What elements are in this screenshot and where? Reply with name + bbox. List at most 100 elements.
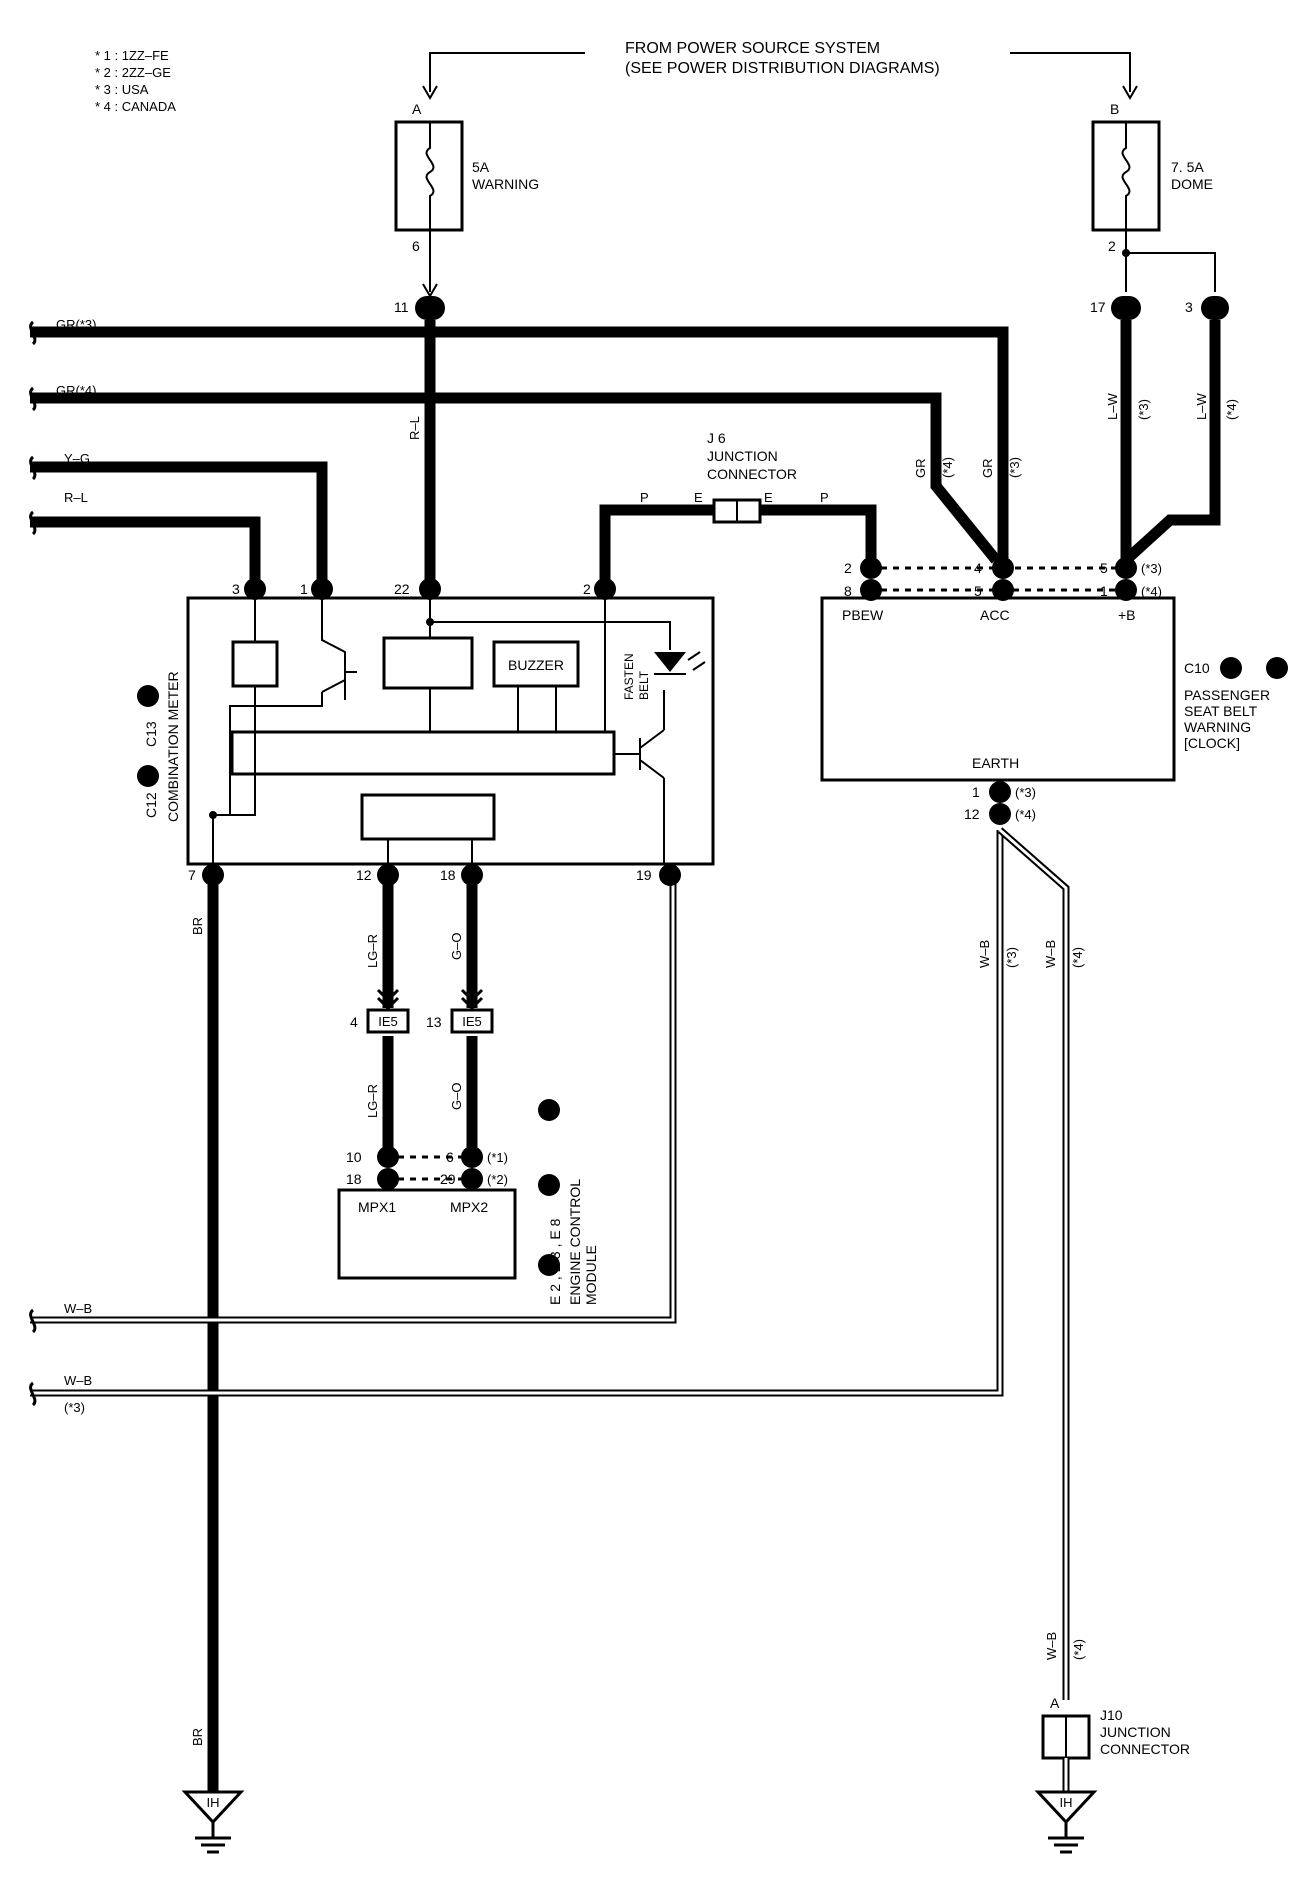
combination-meter: BUZZER FASTEN BELT COMBINATION METER C13… [137,596,715,866]
wire-wb4-note: (*4) [1070,947,1085,968]
sb-row2-note: (*4) [1141,584,1162,599]
sb-earth-pin2-conn: B [995,807,1004,822]
wire-lw4: L–W [1194,393,1209,420]
legend-3: * 3 : USA [95,82,149,97]
wire-wb3: W–B [977,940,992,968]
fuse-dome-pin: 2 [1108,238,1116,254]
sb-row2-pin3-conn: B [1121,583,1130,598]
wire-wb2-note: (*3) [64,1400,85,1415]
combo-pin-bottom-2: 12 [356,867,372,883]
seatbelt-title4: [CLOCK] [1184,735,1240,751]
j10-title: J10 [1100,1707,1123,1723]
combo-pin-top-1: 3 [232,581,240,597]
fuse-dome: B 7. 5A DOME 2 [1091,101,1216,292]
sb-row2-pin3: 1 [1100,583,1108,599]
j10-wire-note: (*4) [1071,1639,1086,1660]
j10-line1: JUNCTION [1100,1724,1171,1740]
fuse-warning-pin: 6 [412,238,420,254]
ie5-connectors: 4 IE5 13 IE5 [350,1008,494,1034]
wire-gr4-vertical: GR [913,459,928,479]
combo-pin-bottom-1-conn: A [208,868,218,883]
j6-term-right: E [764,490,773,505]
j10-line2: CONNECTOR [1100,1741,1190,1757]
sb-earth-note1: (*3) [1015,785,1036,800]
combo-pin-bottom-2-conn: A [383,868,393,883]
sb-earth-pin1-conn: A [995,785,1005,800]
j6-line1: JUNCTION [707,448,778,464]
sb-row1-pin3-conn: A [1121,561,1131,576]
sb-row2-pin1: 8 [844,583,852,599]
j10-term: A [1050,1695,1060,1711]
combo-pin-bottom-3-conn: B [467,868,476,883]
wire-lgr-top: LG–R [365,934,380,968]
wire-gr3: GR(*3) [56,317,96,332]
mpx1-label: MPX1 [358,1199,396,1215]
ecm-row2-pin1: 18 [346,1171,362,1187]
vertical-wire-labels: R–L L–W (*3) L–W (*4) GR (*4) GR (*3) BR… [190,393,1239,1746]
j10-junction-connector: W–B (*4) A J10 JUNCTION CONNECTOR [1041,1632,1190,1792]
j6-title: J 6 [707,430,726,446]
sb-row1-pin1-conn: A [866,561,876,576]
fuse-dome-name: DOME [1171,176,1213,192]
combo-pins-bottom: 7 A 12 A 18 B 19 A [188,864,681,886]
power-source-note: FROM POWER SOURCE SYSTEM (SEE POWER DIST… [422,40,1138,100]
double-wires [29,827,1070,1700]
buzzer-label: BUZZER [508,657,564,673]
plus-b-label: +B [1118,607,1136,623]
ie5-label-right: IE5 [462,1014,482,1029]
combo-pin-top-3: 22 [394,581,410,597]
wire-wb3-note: (*3) [1004,947,1019,968]
seatbelt-title2: SEAT BELT [1184,703,1258,719]
j6-term-left: E [694,490,703,505]
wire-gr3-vertical: GR [980,459,995,479]
combo-pin-bottom-1: 7 [188,867,196,883]
ecm-row2-pin1-conn: E [384,1172,393,1187]
ground-ih-right: IH [1034,1790,1098,1854]
wire-lw3: L–W [1105,393,1120,420]
connector-im-left: 11 IM [394,296,445,320]
fuse-warning: A 5A WARNING 6 [394,101,539,298]
left-wire-labels: GR(*3) GR(*4) Y–G R–L W–B W–B (*3) [56,317,96,1415]
j6-wire-right: P [820,490,829,505]
legend-1: * 1 : 1ZZ–FE [95,48,169,63]
ground-ih-left: IH [181,1790,245,1854]
combo-pin-bottom-4-conn: A [665,868,675,883]
combo-pin-bottom-4: 19 [636,867,652,883]
power-source-line1: FROM POWER SOURCE SYSTEM [625,40,880,57]
combo-c13: C13 [143,721,159,747]
ecm-row1-pin2-conn: A [467,1150,477,1165]
j6-wire-left: P [640,490,649,505]
power-source-line2: (SEE POWER DISTRIBUTION DIAGRAMS) [625,60,940,77]
ie5-label-left: IE5 [378,1014,398,1029]
j10-wire: W–B [1044,1632,1059,1660]
ecm-row2-pin2-conn: E [468,1172,477,1187]
mpx2-label: MPX2 [450,1199,488,1215]
combo-pins-top: 3 B 1 B 22 A 2 B [232,578,616,600]
ecm-row2-note: (*2) [487,1172,508,1187]
wire-lw4-note: (*4) [1224,399,1239,420]
combo-pin-top-1-conn: B [250,582,259,597]
pbew-label: PBEW [842,607,884,623]
seatbelt-title3: WARNING [1184,719,1251,735]
wire-wb4: W–B [1043,940,1058,968]
sb-earth-note2: (*4) [1015,807,1036,822]
ecm-row1-note: (*1) [487,1150,508,1165]
sb-row1-pin1: 2 [844,560,852,576]
connector-im-right: 17 IM [1090,296,1141,320]
sb-earth-pin2: 12 [964,806,980,822]
acc-label: ACC [980,607,1010,623]
wire-go-top: G–O [449,933,464,960]
ecm-row1-pin1-conn: B [383,1150,392,1165]
option-legend: * 1 : 1ZZ–FE * 2 : 2ZZ–GE * 3 : USA * 4 … [95,48,176,114]
wire-wb1: W–B [64,1301,92,1316]
wire-go-bottom: G–O [449,1083,464,1110]
fasten-label: FASTEN [622,653,636,700]
ie5-pin-right: 13 [426,1014,442,1030]
combo-pin-top-2: 1 [300,581,308,597]
wire-gr4-vertical-note: (*4) [940,457,955,478]
legend-2: * 2 : 2ZZ–GE [95,65,171,80]
wire-chevrons [376,988,484,1011]
j6-line2: CONNECTOR [707,466,797,482]
sb-row2-pin2: 5 [974,583,982,599]
